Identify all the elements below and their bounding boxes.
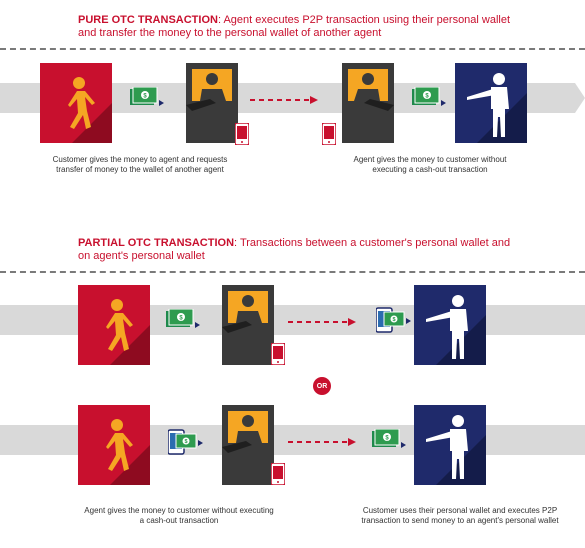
pure-otc-caption-left: Customer gives the money to agent and re… <box>52 155 228 174</box>
walking-person-icon <box>78 285 150 365</box>
partial-otc-title-rest: : Transactions between a customer's pers… <box>78 237 511 262</box>
mobile-wallet-icon: $ <box>375 306 412 339</box>
cash-icon: $ <box>130 86 166 114</box>
svg-text:$: $ <box>385 436 389 442</box>
agent-at-counter-icon <box>342 63 394 143</box>
transfer-arrow <box>288 314 358 332</box>
transfer-arrow <box>288 434 358 452</box>
svg-text:$: $ <box>179 316 183 322</box>
svg-text:$: $ <box>184 439 187 445</box>
mobile-phone-icon <box>270 462 286 490</box>
pure-otc-divider <box>0 48 585 50</box>
transfer-arrow <box>250 92 320 110</box>
svg-text:$: $ <box>143 94 147 100</box>
mobile-phone-icon <box>234 122 250 150</box>
partial-otc-caption-left: Agent gives the money to customer withou… <box>84 506 274 525</box>
pure-otc-caption-right: Agent gives the money to customer withou… <box>353 155 507 174</box>
pointing-person-icon <box>414 285 486 365</box>
mobile-phone-icon <box>321 122 337 150</box>
partial-otc-title-bold: PARTIAL OTC TRANSACTION <box>78 237 235 249</box>
pure-otc-title-bold: PURE OTC TRANSACTION <box>78 14 218 26</box>
mobile-phone-icon <box>270 342 286 370</box>
svg-text:$: $ <box>425 94 429 100</box>
or-badge: OR <box>313 377 331 395</box>
walking-person-icon <box>78 405 150 485</box>
partial-otc-divider <box>0 271 585 273</box>
pointing-person-icon <box>414 405 486 485</box>
agent-at-counter-icon <box>186 63 238 143</box>
pure-otc-heading: PURE OTC TRANSACTION: Agent executes P2P… <box>78 14 518 40</box>
partial-otc-caption-right: Customer uses their personal wallet and … <box>361 506 559 525</box>
pointing-person-icon <box>455 63 527 143</box>
cash-icon: $ <box>372 428 408 456</box>
agent-at-counter-icon <box>222 285 274 365</box>
walking-person-icon <box>40 63 112 143</box>
svg-text:$: $ <box>392 317 395 323</box>
cash-icon: $ <box>412 86 448 114</box>
mobile-wallet-icon: $ <box>167 428 204 461</box>
agent-at-counter-icon <box>222 405 274 485</box>
pure-otc-title-rest: : Agent executes P2P transaction using t… <box>78 14 511 39</box>
partial-otc-heading: PARTIAL OTC TRANSACTION: Transactions be… <box>78 237 518 263</box>
cash-icon: $ <box>166 308 202 336</box>
